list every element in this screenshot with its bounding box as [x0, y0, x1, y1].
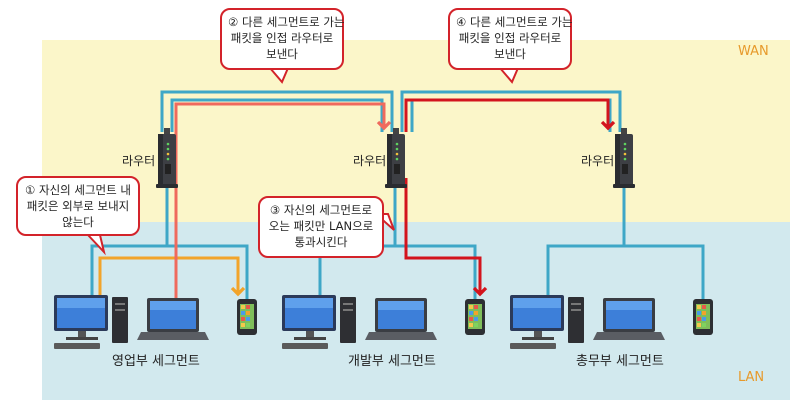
callout-line: 패킷은 외부로 보내지	[26, 199, 130, 213]
inbound-packet-path	[404, 178, 488, 297]
callout-line: 패킷을 인접 라우터로	[230, 31, 334, 45]
smartphone-icon	[693, 299, 713, 335]
callout-tail	[497, 67, 520, 84]
outbound-packet-path	[174, 102, 392, 300]
callout-tail	[85, 234, 106, 256]
router-label: 라우터	[581, 154, 615, 168]
lan-cables	[90, 178, 705, 300]
router-icon	[385, 128, 407, 188]
segment-label-sales: 영업부 세그먼트	[112, 354, 200, 369]
laptop-icon	[365, 298, 437, 340]
callout-line: ③ 자신의 세그먼트로	[269, 203, 373, 217]
callout-line: 보낸다	[266, 47, 298, 61]
callout-2: ② 다른 세그먼트로 가는 패킷을 인접 라우터로 보낸다	[220, 8, 345, 70]
callout-3: ③ 자신의 세그먼트로 오는 패킷만 LAN으로 통과시킨다	[258, 196, 384, 258]
laptop-icon	[137, 298, 209, 340]
lan-label: LAN	[738, 370, 765, 385]
callout-line: 않는다	[62, 215, 94, 229]
router-label: 라우터	[122, 154, 156, 168]
router-icon	[156, 128, 178, 188]
smartphone-icon	[465, 299, 485, 335]
desktop-pc-icon	[54, 295, 128, 349]
callout-line: 통과시킨다	[294, 235, 348, 249]
segment-label-admin: 총무부 세그먼트	[576, 354, 664, 369]
local-packet-path	[98, 256, 246, 300]
forward-packet-path	[404, 98, 616, 132]
callout-line: 오는 패킷만 LAN으로	[268, 219, 374, 233]
callout-line: ① 자신의 세그먼트 내	[25, 183, 131, 197]
callout-line: ④ 다른 세그먼트로 가는	[456, 15, 573, 29]
router-icon	[613, 128, 635, 188]
callout-1: ① 자신의 세그먼트 내 패킷은 외부로 보내지 않는다	[16, 176, 140, 236]
callout-line: 보낸다	[494, 47, 526, 61]
wan-label: WAN	[738, 44, 769, 59]
callout-4: ④ 다른 세그먼트로 가는 패킷을 인접 라우터로 보낸다	[448, 8, 573, 70]
desktop-pc-icon	[510, 295, 584, 349]
callout-tail	[267, 67, 290, 84]
smartphone-icon	[237, 299, 257, 335]
segment-label-dev: 개발부 세그먼트	[348, 354, 436, 369]
callout-line: 패킷을 인접 라우터로	[458, 31, 562, 45]
desktop-pc-icon	[282, 295, 356, 349]
wan-cables	[160, 90, 622, 132]
laptop-icon	[593, 298, 665, 340]
router-label: 라우터	[353, 154, 387, 168]
callout-line: ② 다른 세그먼트로 가는	[228, 15, 345, 29]
